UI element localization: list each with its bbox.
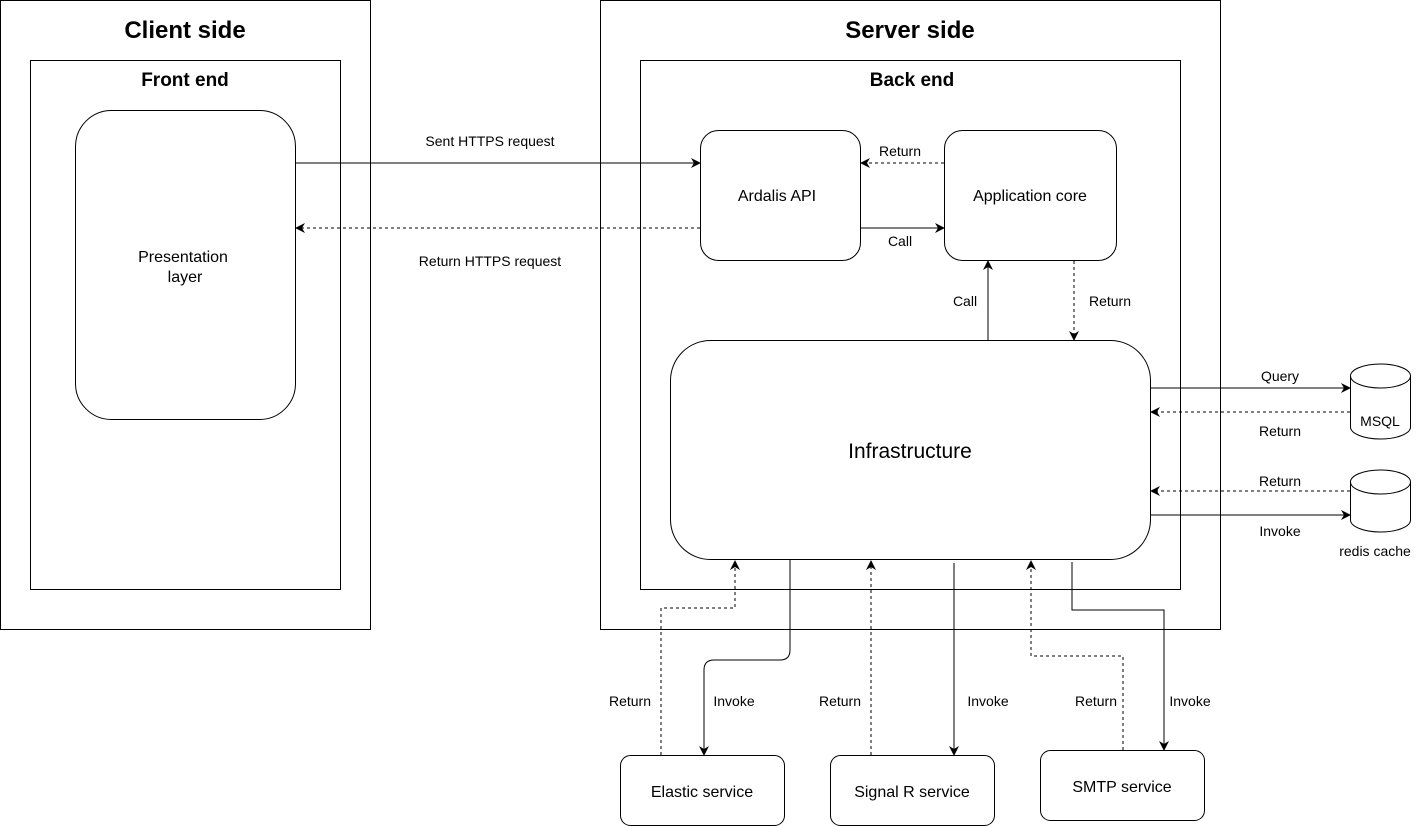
front-end-title: Front end — [141, 70, 229, 91]
infrastructure-node — [670, 340, 1151, 560]
msql-query-label: Query — [1261, 368, 1299, 384]
smtp-service-label: SMTP service — [1072, 779, 1171, 796]
application-core-node — [944, 130, 1117, 261]
smtp-return-arrow — [1026, 560, 1124, 750]
ardalis-api-label: Ardalis API — [738, 188, 816, 205]
smtp-invoke-label: Invoke — [1169, 693, 1210, 709]
elastic-return-arrow — [660, 560, 740, 755]
redis-invoke-label: Invoke — [1259, 523, 1300, 539]
api-to-core-call-label: Call — [888, 233, 912, 249]
smtp-invoke-arrow — [1071, 562, 1169, 751]
signal-r-service-label: Signal R service — [854, 784, 970, 801]
application-core-label: Application core — [973, 188, 1087, 205]
redis-cache-label: redis cache — [1339, 543, 1411, 559]
signal-r-invoke-label: Invoke — [967, 693, 1008, 709]
elastic-invoke-label: Invoke — [713, 693, 754, 709]
signal-r-return-label: Return — [819, 693, 861, 709]
presentation-layer-label-line2: layer — [168, 269, 203, 286]
core-to-infra-return-label: Return — [1089, 293, 1131, 309]
return-https-request-label: Return HTTPS request — [419, 253, 561, 269]
redis-cache-database-icon — [1350, 469, 1411, 533]
msql-database-icon — [1350, 363, 1411, 440]
core-to-api-return-label: Return — [879, 143, 921, 159]
client-side-title: Client side — [124, 17, 245, 44]
presentation-layer-label-line1: Presentation — [138, 249, 228, 266]
presentation-layer-node — [75, 110, 296, 420]
redis-return-label: Return — [1259, 473, 1301, 489]
elastic-invoke-arrow — [699, 560, 791, 756]
smtp-service-node — [1040, 750, 1205, 821]
infrastructure-label: Infrastructure — [848, 440, 972, 463]
msql-label: MSQL — [1360, 413, 1400, 429]
back-end-title: Back end — [870, 70, 954, 91]
elastic-return-label: Return — [609, 693, 651, 709]
smtp-return-label: Return — [1075, 693, 1117, 709]
infra-to-core-call-label: Call — [953, 293, 977, 309]
ardalis-api-node — [700, 130, 861, 261]
server-side-title: Server side — [845, 17, 974, 44]
sent-https-request-label: Sent HTTPS request — [425, 133, 554, 149]
msql-return-label: Return — [1259, 423, 1301, 439]
elastic-service-label: Elastic service — [651, 784, 753, 801]
